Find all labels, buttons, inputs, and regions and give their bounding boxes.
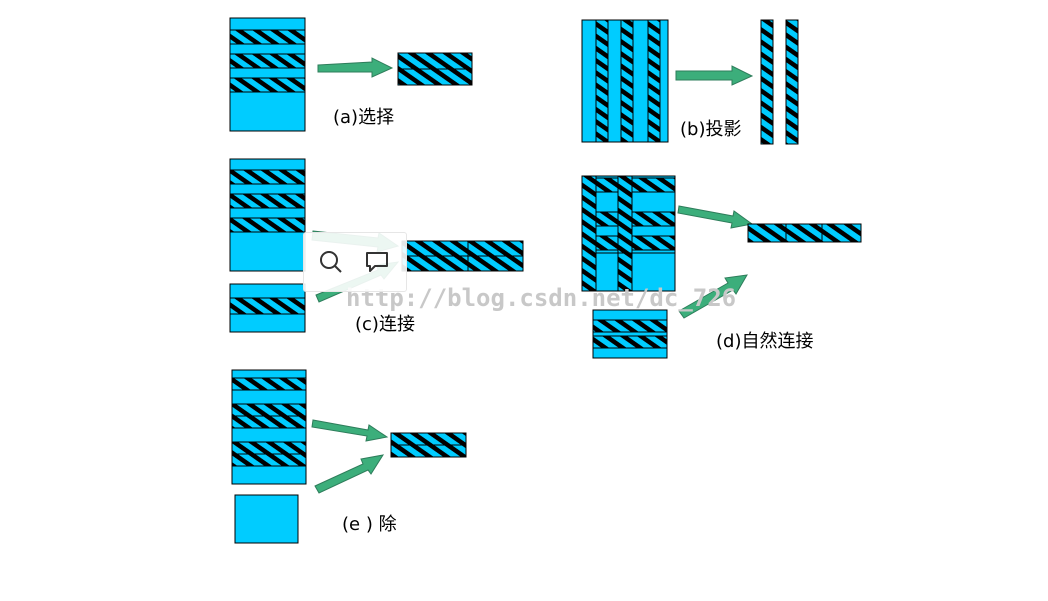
hatched-row: [592, 335, 668, 349]
hatched-row: [231, 441, 307, 455]
hatched-row: [592, 319, 668, 333]
result-e: [390, 444, 467, 458]
hatched-column: [581, 175, 597, 292]
projected-column: [595, 19, 609, 143]
hatched-row: [231, 453, 307, 467]
hatched-row: [595, 235, 676, 251]
hatched-row: [595, 211, 676, 227]
projected-column: [620, 19, 634, 143]
result-e: [390, 432, 467, 446]
hatched-column: [617, 175, 633, 292]
hatched-row: [229, 297, 306, 315]
hatched-row: [229, 193, 306, 209]
panel-c-join: (c)连接: [229, 158, 524, 335]
arrow-icon: [314, 454, 385, 494]
result-a: [397, 52, 473, 70]
result-b: [785, 19, 799, 145]
selected-row: [229, 29, 306, 45]
result-c: [467, 240, 524, 257]
arrow-icon: [317, 57, 394, 78]
arrow-icon: [311, 419, 389, 442]
arrow-icon: [678, 274, 748, 319]
panel-b-projection: (b)投影: [581, 19, 799, 145]
selected-row: [229, 53, 306, 69]
panel-e-division: (e ) 除: [231, 369, 467, 544]
relation-d2: [592, 309, 668, 359]
result-a: [397, 68, 473, 86]
label-b: (b)投影: [680, 119, 741, 140]
label-c: (c)连接: [355, 314, 415, 335]
watermark-url: http://blog.csdn.net/dc_726: [346, 284, 736, 312]
comment-icon[interactable]: [364, 249, 390, 275]
hatched-row: [229, 217, 306, 233]
selected-row: [229, 77, 306, 93]
search-icon[interactable]: [318, 249, 344, 275]
result-d: [747, 223, 862, 243]
hatched-row: [229, 169, 306, 185]
panel-a-selection: (a)选择: [229, 17, 473, 132]
label-e: (e ) 除: [342, 514, 397, 535]
result-c: [467, 255, 524, 272]
relation-e2: [234, 494, 299, 544]
arrow-icon: [675, 65, 754, 86]
arrow-icon: [677, 205, 754, 229]
result-c: [401, 240, 469, 257]
result-c: [401, 255, 469, 272]
image-toolbar: [303, 232, 407, 292]
result-b: [760, 19, 774, 145]
label-d: (d)自然连接: [716, 331, 813, 352]
hatched-row: [231, 415, 307, 429]
hatched-row: [231, 403, 307, 417]
hatched-row: [231, 377, 307, 391]
panel-d-natural-join: (d)自然连接: [581, 175, 862, 359]
projected-column: [647, 19, 661, 143]
hatched-row: [595, 177, 676, 193]
label-a: (a)选择: [333, 107, 394, 128]
